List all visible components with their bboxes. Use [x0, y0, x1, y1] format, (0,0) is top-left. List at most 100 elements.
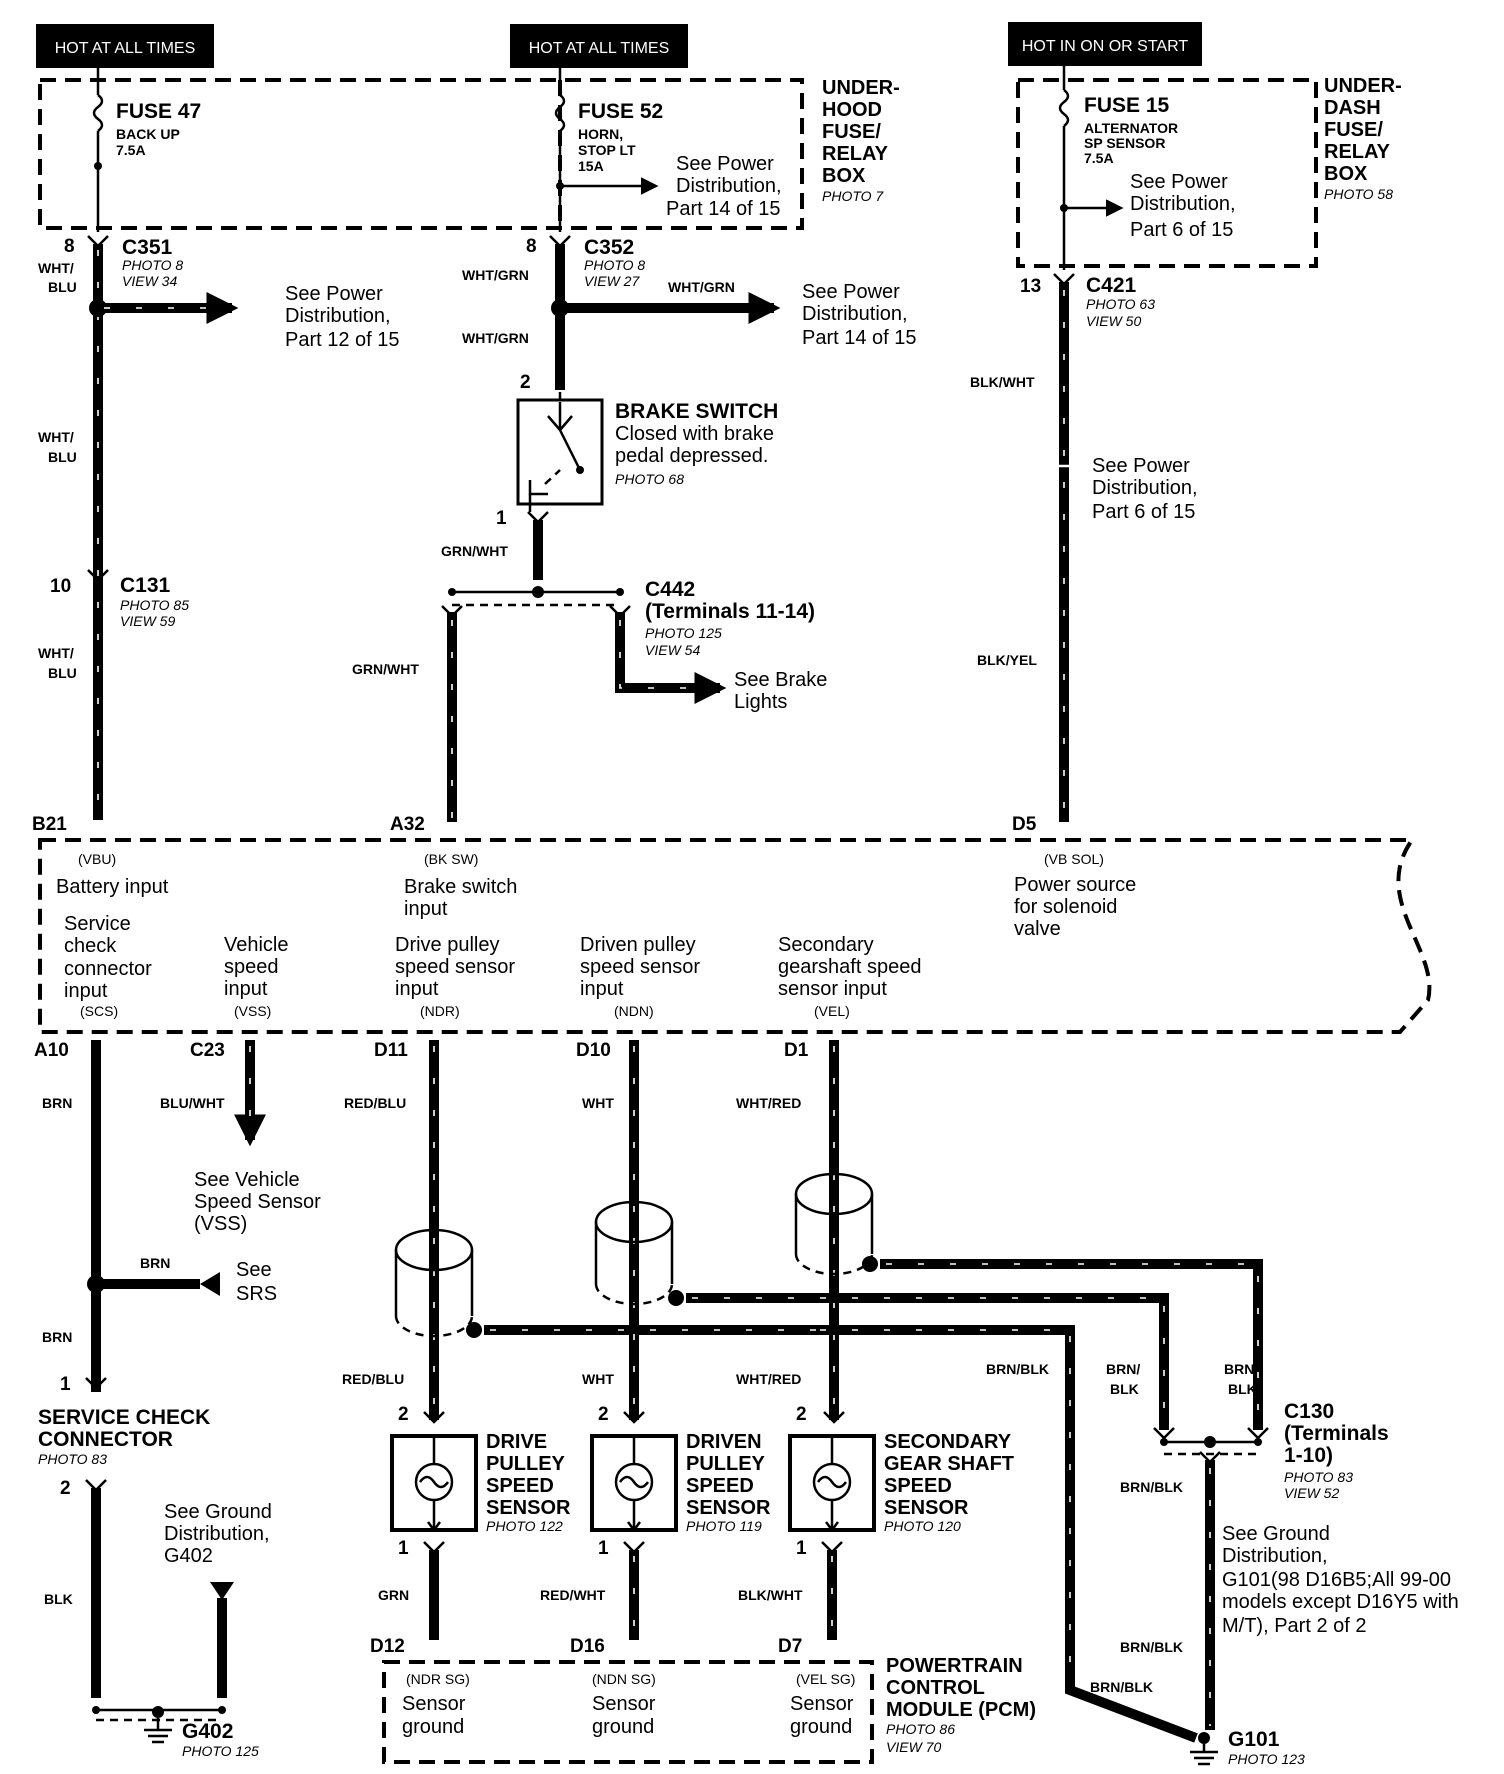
wire-label-blk: BLK	[1110, 1381, 1139, 1397]
c352-view: VIEW 27	[584, 273, 640, 289]
c442-terms: (Terminals 11-14)	[645, 600, 815, 623]
underhood-title-2: HOOD	[822, 99, 882, 121]
header-label: HOT IN ON OR START	[1022, 38, 1188, 55]
ref-g101-3: G101(98 D16B5;All 99-00	[1222, 1569, 1451, 1591]
fuse47-name: FUSE 47	[116, 100, 201, 123]
brake-switch-title: BRAKE SWITCH	[615, 400, 778, 423]
underhood-fuse-box: FUSE 47 BACK UP 7.5A FUSE 52 HORN, STOP …	[38, 68, 900, 232]
wire-label-brn: BRN/	[1106, 1361, 1140, 1377]
c130-view: VIEW 52	[1284, 1485, 1339, 1501]
wire-brn-blk-g101: BRN/BLK BRN/BLK G101 PHOTO 123 See Groun…	[1120, 1451, 1459, 1767]
wire-label-red-wht: RED/WHT	[540, 1587, 606, 1603]
wire-label-brn-blk: BRN/BLK	[1120, 1639, 1183, 1655]
fuse52-ref-2: Distribution,	[676, 175, 782, 197]
underhood-title-4: RELAY	[822, 143, 889, 165]
service-check-title-1: SERVICE CHECK	[38, 1406, 210, 1429]
label-vehicle-3: input	[224, 978, 268, 1000]
underdash-title-4: RELAY	[1324, 141, 1391, 163]
wire-label-brn-blk: BRN/BLK	[986, 1361, 1049, 1377]
ref-g101-2: Distribution,	[1222, 1545, 1328, 1567]
label-service-1: Service	[64, 913, 131, 935]
wire-label-grn: GRN	[378, 1587, 409, 1603]
fuse47-desc: BACK UP	[116, 126, 180, 142]
wire-wht-red: D1 WHT/RED WHT/RED	[736, 1040, 1263, 1430]
wire-wht-blu: 8 C351 PHOTO 8 VIEW 34 WHT/ BLU See Powe…	[38, 235, 400, 820]
signal-ndn: (NDN)	[614, 1003, 654, 1019]
ref-vss-2: Speed Sensor	[194, 1191, 321, 1213]
drive-sensor-title-4: SENSOR	[486, 1497, 571, 1519]
signal-vel: (VEL)	[814, 1003, 850, 1019]
ref-vss-3: (VSS)	[194, 1213, 247, 1235]
wire-wht: D10 WHT WHT	[576, 1040, 816, 1424]
secondary-sensor-photo: PHOTO 120	[884, 1518, 961, 1534]
underhood-photo: PHOTO 7	[822, 188, 884, 204]
label-service-4: input	[64, 980, 108, 1002]
c131-photo: PHOTO 85	[120, 597, 189, 613]
ref-pd14-1: See Power	[802, 281, 900, 303]
wire-grn-wht: GRN/WHT GRN/WHT C442 (Terminals 11-14) P…	[352, 511, 827, 822]
fuse52-ref-1: See Power	[676, 153, 774, 175]
c131-pin: 10	[50, 576, 71, 597]
c351-view: VIEW 34	[122, 273, 177, 289]
driven-sensor-title-4: SENSOR	[686, 1497, 771, 1519]
header-label: HOT AT ALL TIMES	[55, 40, 196, 57]
label-service-2: check	[64, 935, 117, 957]
label-driven-1: Driven pulley	[580, 934, 696, 956]
label-solenoid-3: valve	[1014, 918, 1061, 940]
secondary-sensor-title-3: SPEED	[884, 1475, 952, 1497]
signal-ndr-sg: (NDR SG)	[406, 1671, 470, 1687]
wire-label-blk: BLK	[44, 1591, 73, 1607]
c130-terms-1: (Terminals	[1284, 1422, 1389, 1445]
service-check-connector: SERVICE CHECK CONNECTOR PHOTO 83 2	[38, 1406, 210, 1499]
pcm-title-1: POWERTRAIN	[886, 1655, 1023, 1677]
driven-sensor-photo: PHOTO 119	[686, 1518, 762, 1534]
wire-label-blk: BLK	[1228, 1381, 1257, 1397]
wire-label-wht-grn: WHT/GRN	[462, 330, 529, 346]
g101-photo: PHOTO 123	[1228, 1751, 1305, 1767]
fuse15-rating: 7.5A	[1084, 150, 1114, 166]
fuse47-icon	[92, 94, 104, 132]
fuse15-ref-1: See Power	[1130, 171, 1228, 193]
pcm-pin-a32: A32	[390, 814, 425, 835]
driven-sensor-pin-1: 1	[598, 1538, 609, 1559]
label-brake-2: input	[404, 898, 448, 920]
wire-label-wht-grn: WHT/GRN	[462, 267, 529, 283]
drive-pulley-speed-sensor: 2 DRIVE PULLEY SPEED SENSOR PHOTO 122 1	[390, 1404, 571, 1559]
underhood-box-outline	[38, 78, 804, 230]
wire-label-wht-red: WHT/RED	[736, 1371, 801, 1387]
secondary-sensor-pin-1: 1	[796, 1538, 807, 1559]
drive-sensor-pin-2: 2	[398, 1404, 409, 1425]
pcm-top-connector: B21 A32 D5 (VBU) Battery input (BK SW) B…	[32, 814, 1432, 1034]
wire-grn: GRN	[378, 1541, 445, 1640]
ref-g101-1: See Ground	[1222, 1523, 1330, 1545]
fuse15-desc-1: ALTERNATOR	[1084, 120, 1178, 136]
c351-name: C351	[122, 236, 173, 259]
driven-sensor-pin-2: 2	[598, 1404, 609, 1425]
fuse52-desc-2: STOP LT	[578, 142, 636, 158]
label-driven-2: speed sensor	[580, 956, 700, 978]
c421-photo: PHOTO 63	[1086, 296, 1155, 312]
label-vehicle-1: Vehicle	[224, 934, 289, 956]
ref-srs-1: See	[236, 1259, 272, 1281]
label-service-3: connector	[64, 958, 152, 980]
label-driven-3: input	[580, 978, 624, 1000]
pcm-pin-d16: D16	[570, 1636, 605, 1657]
ref-pd6-3: Part 6 of 15	[1092, 501, 1195, 523]
g101-name: G101	[1228, 1728, 1280, 1751]
pcm-pin-d7: D7	[778, 1636, 802, 1657]
wire-label-grn-wht: GRN/WHT	[352, 661, 419, 677]
driven-sensor-title-3: SPEED	[686, 1475, 754, 1497]
ref-brake-lights-2: Lights	[734, 691, 787, 713]
ref-g101-4: models except D16Y5 with	[1222, 1591, 1459, 1613]
brake-switch-photo: PHOTO 68	[615, 471, 684, 487]
underdash-title-2: DASH	[1324, 97, 1381, 119]
underhood-title-1: UNDER-	[822, 77, 900, 99]
pcm-pin-b21: B21	[32, 814, 67, 835]
wire-label-grn-wht: GRN/WHT	[441, 543, 508, 559]
secondary-sensor-pin-2: 2	[796, 1404, 807, 1425]
signal-bksw: (BK SW)	[424, 851, 478, 867]
fuse52-ref-3: Part 14 of 15	[666, 198, 781, 220]
c421-pin: 13	[1020, 276, 1041, 297]
underdash-title-1: UNDER-	[1324, 75, 1402, 97]
wire-label-wht-grn: WHT/GRN	[668, 279, 735, 295]
